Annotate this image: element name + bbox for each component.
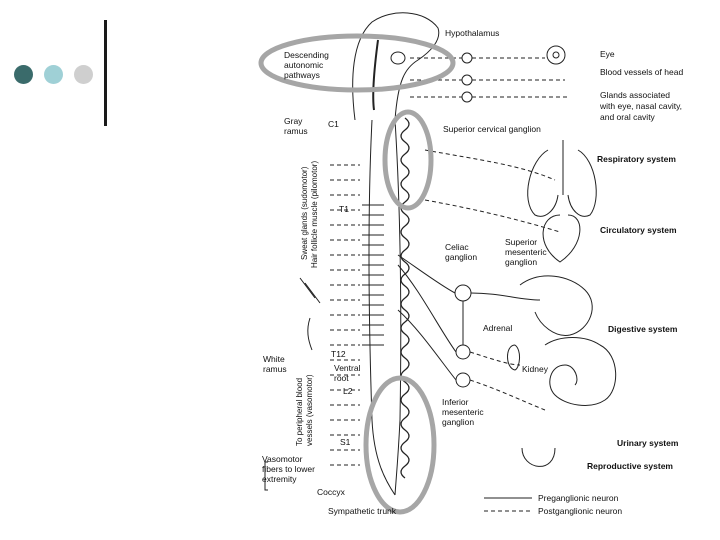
label-gray-2: ramus xyxy=(284,126,308,136)
label-inf-mes-2: mesenteric xyxy=(442,407,484,417)
heart-drawing xyxy=(542,214,581,263)
label-peripheral-2: vessels (vasomotor) xyxy=(305,374,314,446)
label-sup-mes-3: ganglion xyxy=(505,257,537,267)
label-ventral-2: root xyxy=(334,373,349,383)
legend-postganglionic-label: Postganglionic neuron xyxy=(538,506,622,516)
label-eye: Eye xyxy=(600,49,615,59)
highlight-sacral-chain xyxy=(363,375,437,515)
label-peripheral-1: To peripheral blood xyxy=(295,378,304,446)
spinal-nerve-loops xyxy=(362,204,384,346)
label-coccyx: Coccyx xyxy=(317,487,346,497)
eye-drawing xyxy=(546,45,566,65)
hypothalamus-nucleus xyxy=(390,51,406,65)
label-digestive-system: Digestive system xyxy=(608,324,678,334)
label-inf-mes-3: ganglion xyxy=(442,417,474,427)
head-node-3 xyxy=(461,91,473,103)
accent-dot-light xyxy=(44,65,63,84)
label-t12: T12 xyxy=(331,349,346,359)
postganglionic-lines xyxy=(330,57,570,466)
label-celiac-2: ganglion xyxy=(445,252,477,262)
hair-follicle-drawing xyxy=(299,277,321,351)
inferior-mesenteric-node xyxy=(455,372,471,388)
kidney-drawing xyxy=(507,344,520,371)
label-glands-1: Glands associated xyxy=(600,90,670,100)
accent-dot-gray xyxy=(74,65,93,84)
label-c1: C1 xyxy=(328,119,339,129)
label-superior-cervical: Superior cervical ganglion xyxy=(443,124,541,134)
label-celiac-1: Celiac xyxy=(445,242,469,252)
head-node-2 xyxy=(461,74,473,86)
label-vaso-1: Vasomotor xyxy=(262,454,303,464)
label-gray-1: Gray xyxy=(284,116,303,126)
label-descending-2: autonomic xyxy=(284,60,324,70)
accent-dot-dark xyxy=(14,65,33,84)
label-descending-3: pathways xyxy=(284,70,320,80)
label-reproductive-system: Reproductive system xyxy=(587,461,673,471)
highlight-descending-pathways xyxy=(258,33,456,93)
label-circulatory-system: Circulatory system xyxy=(600,225,677,235)
title-divider xyxy=(104,20,107,126)
label-white-2: ramus xyxy=(263,364,287,374)
label-ventral-1: Ventral xyxy=(334,363,361,373)
sympathetic-chain xyxy=(400,117,410,479)
label-hair-follicle: Hair follicle muscle (pilomotor) xyxy=(310,161,319,268)
brain-outline xyxy=(352,12,440,121)
label-sweat-glands: Sweat glands (sudomotor) xyxy=(300,166,309,260)
label-descending-1: Descending xyxy=(284,50,329,60)
label-inf-mes-1: Inferior xyxy=(442,397,469,407)
vasomotor-bracket xyxy=(264,461,268,491)
descending-pathway xyxy=(372,39,379,111)
label-white-1: White xyxy=(263,354,285,364)
preganglionic-lines xyxy=(397,254,541,381)
label-vaso-3: extremity xyxy=(262,474,297,484)
label-sympathetic-trunk: Sympathetic trunk xyxy=(328,506,397,516)
label-blood-vessels-head: Blood vessels of head xyxy=(600,67,683,77)
label-vaso-2: fibers to lower xyxy=(262,464,315,474)
label-glands-3: and oral cavity xyxy=(600,112,656,122)
bladder-drawing xyxy=(521,447,556,467)
superior-mesenteric-node xyxy=(455,344,471,360)
label-adrenal: Adrenal xyxy=(483,323,512,333)
head-node-1 xyxy=(461,52,473,64)
label-t1: T1 xyxy=(339,204,349,214)
label-respiratory-system: Respiratory system xyxy=(597,154,676,164)
label-glands-2: with eye, nasal cavity, xyxy=(599,101,682,111)
eye-pupil xyxy=(552,51,560,59)
label-urinary-system: Urinary system xyxy=(617,438,679,448)
celiac-ganglion-node xyxy=(454,284,472,302)
label-hypothalamus: Hypothalamus xyxy=(445,28,499,38)
label-s1: S1 xyxy=(340,437,351,447)
label-sup-mes-1: Superior xyxy=(505,237,537,247)
legend-preganglionic-label: Preganglionic neuron xyxy=(538,493,619,503)
label-kidney: Kidney xyxy=(522,364,549,374)
lung-drawing xyxy=(527,140,597,217)
intestine-drawing xyxy=(544,337,617,406)
highlight-cervical-chain xyxy=(382,109,434,211)
label-l2: L2 xyxy=(343,386,353,396)
label-sup-mes-2: mesenteric xyxy=(505,247,547,257)
liver-stomach-drawing xyxy=(519,275,593,336)
